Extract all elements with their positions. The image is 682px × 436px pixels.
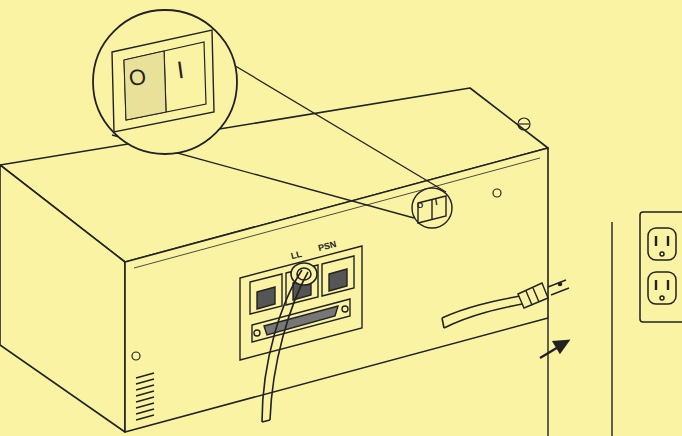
db25-connector [252, 299, 350, 342]
desk-edge [611, 222, 612, 436]
case-screw [132, 352, 140, 360]
port-panel [257, 287, 275, 309]
db25-connector [342, 306, 348, 312]
wall-outlet [667, 280, 669, 290]
wall-outlet [640, 212, 682, 322]
power-plug [526, 291, 532, 305]
vent-slots [136, 391, 154, 396]
modem-case [0, 165, 125, 432]
port-panel [250, 274, 282, 314]
power-switch [431, 200, 432, 220]
case-screw [132, 118, 530, 360]
wall-outlet [648, 272, 676, 304]
desk-edge [547, 318, 548, 436]
insert-arrow [540, 341, 568, 358]
port-panel [240, 246, 362, 360]
wall-outlet [660, 252, 664, 256]
switch-off-symbol: O [127, 66, 147, 90]
modem-case [134, 158, 540, 268]
power-plug [551, 288, 569, 295]
vent-slots [136, 403, 154, 408]
db25-connector [252, 299, 350, 342]
power-cord [262, 263, 522, 422]
port-label: LL [290, 249, 303, 260]
desk-edge [548, 222, 612, 436]
modem-case [0, 88, 548, 432]
power-cord [444, 304, 522, 328]
port-panel [322, 256, 354, 296]
zoom-circle [93, 10, 237, 154]
port-panel [329, 269, 347, 291]
power-plug [548, 280, 566, 287]
power-switch [412, 188, 452, 228]
wall-outlet [667, 236, 669, 246]
modem-case [125, 148, 548, 432]
zoom-circle [112, 30, 214, 132]
zoom-leader [232, 64, 446, 192]
power-plug [558, 282, 561, 285]
vent-slots [136, 379, 154, 384]
zoom-circle [93, 10, 237, 154]
power-cord [442, 318, 444, 328]
wall-outlet [655, 280, 657, 290]
power-switch [412, 188, 452, 228]
power-cord [262, 420, 270, 422]
vent-slots [136, 415, 154, 420]
power-cord [262, 270, 302, 422]
case-screw [493, 189, 501, 197]
power-cord [270, 272, 308, 420]
vent-slots [136, 397, 154, 402]
vent-slots [136, 409, 154, 414]
case-screw [519, 123, 529, 124]
db25-connector [254, 330, 260, 336]
port-panel [240, 246, 362, 360]
switch-off-symbol: O [416, 202, 424, 211]
wall-outlet [660, 296, 664, 300]
power-plug [533, 288, 539, 302]
power-plug [518, 283, 548, 308]
wall-outlet [655, 236, 657, 246]
wall-outlet [648, 228, 676, 260]
zoom-circle [124, 42, 206, 120]
zoom-circle [124, 51, 166, 120]
vent-slots [136, 385, 154, 390]
case-screw [518, 118, 530, 130]
vent-slots [136, 373, 154, 378]
insert-arrow [554, 341, 568, 352]
vent-slots [136, 373, 154, 420]
wall-outlet [640, 212, 682, 322]
power-plug [518, 280, 569, 308]
